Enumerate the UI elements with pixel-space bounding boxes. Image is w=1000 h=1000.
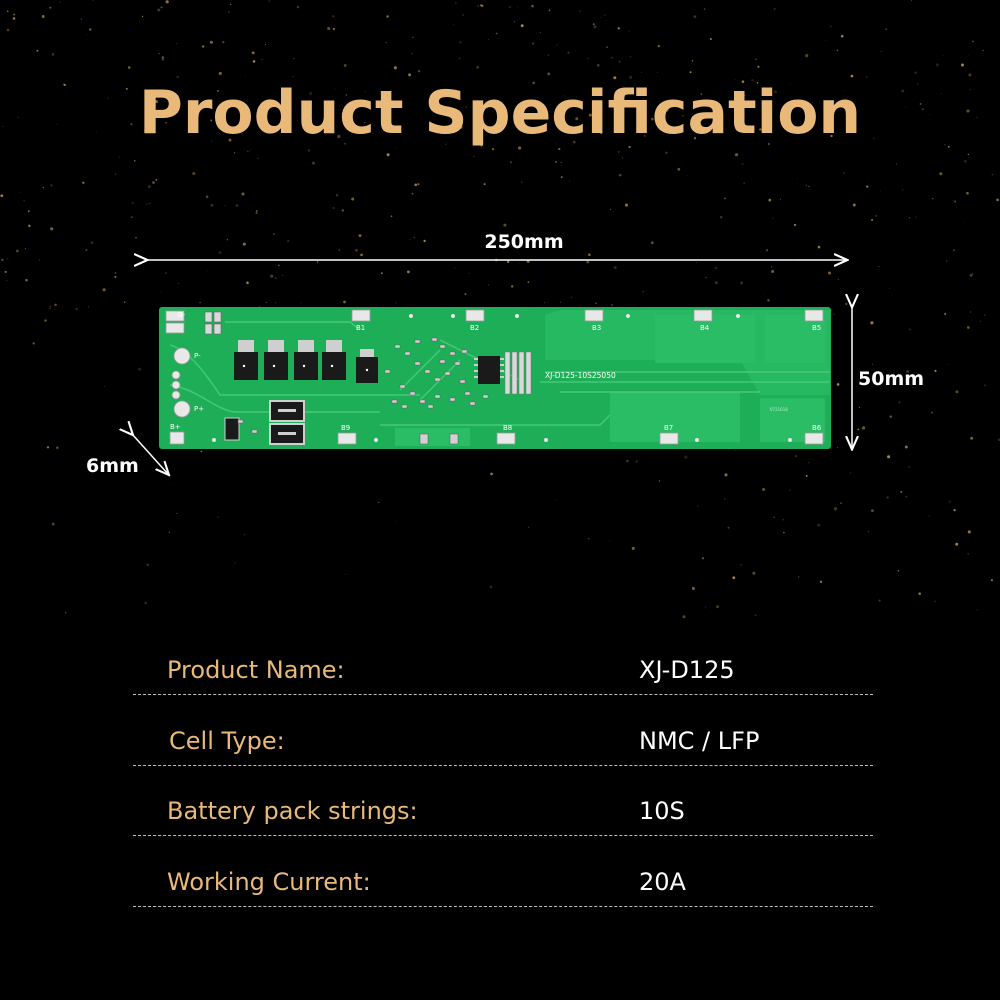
height-label: 50mm xyxy=(858,368,925,390)
thickness-dimension-arrow xyxy=(132,434,168,474)
pad-label-b2: B2 xyxy=(470,324,479,332)
spec-value: 10S xyxy=(639,797,685,825)
pad-label-b1: B1 xyxy=(356,324,365,332)
pcb-board: B- B1 B2 B3 B4 B5 B6 B7 B8 B9 P- P+ B+ X… xyxy=(159,307,831,449)
pad-label-b6: B6 xyxy=(812,424,822,432)
spec-label: Product Name: xyxy=(167,656,345,684)
resistor-array xyxy=(504,351,532,395)
spec-row-product-name: Product Name: XJ-D125 xyxy=(133,654,873,695)
spec-label: Battery pack strings: xyxy=(167,797,418,825)
pad-label-b5: B5 xyxy=(812,324,821,332)
mosfet-row xyxy=(234,340,378,383)
spec-row-working-current: Working Current: 20A xyxy=(133,866,873,907)
spec-label: Working Current: xyxy=(167,868,371,896)
spec-value: NMC / LFP xyxy=(639,727,760,755)
pad-label-p-plus: P+ xyxy=(194,405,204,413)
page-title: Product Specification xyxy=(138,78,862,148)
spec-value: XJ-D125 xyxy=(639,656,735,684)
protection-ic xyxy=(474,356,504,384)
spec-value: 20A xyxy=(639,868,686,896)
svg-text:0721018: 0721018 xyxy=(770,407,788,412)
pcb-model-text: XJ-D125-10S25050 xyxy=(545,371,616,380)
pad-label-b-plus: B+ xyxy=(170,423,181,431)
spec-label: Cell Type: xyxy=(169,727,285,755)
diode-pair xyxy=(269,400,305,445)
pad-label-b3: B3 xyxy=(592,324,601,332)
thickness-label: 6mm xyxy=(86,455,139,477)
pad-label-b8: B8 xyxy=(503,424,512,432)
spec-row-cell-type: Cell Type: NMC / LFP xyxy=(133,725,873,766)
pad-label-p-minus: P- xyxy=(194,352,201,360)
spec-row-battery-strings: Battery pack strings: 10S xyxy=(133,795,873,836)
pad-label-b-minus: B- xyxy=(178,311,186,319)
pad-label-b7: B7 xyxy=(664,424,673,432)
pad-label-b9: B9 xyxy=(341,424,350,432)
pad-label-b4: B4 xyxy=(700,324,710,332)
width-label: 250mm xyxy=(484,231,564,253)
